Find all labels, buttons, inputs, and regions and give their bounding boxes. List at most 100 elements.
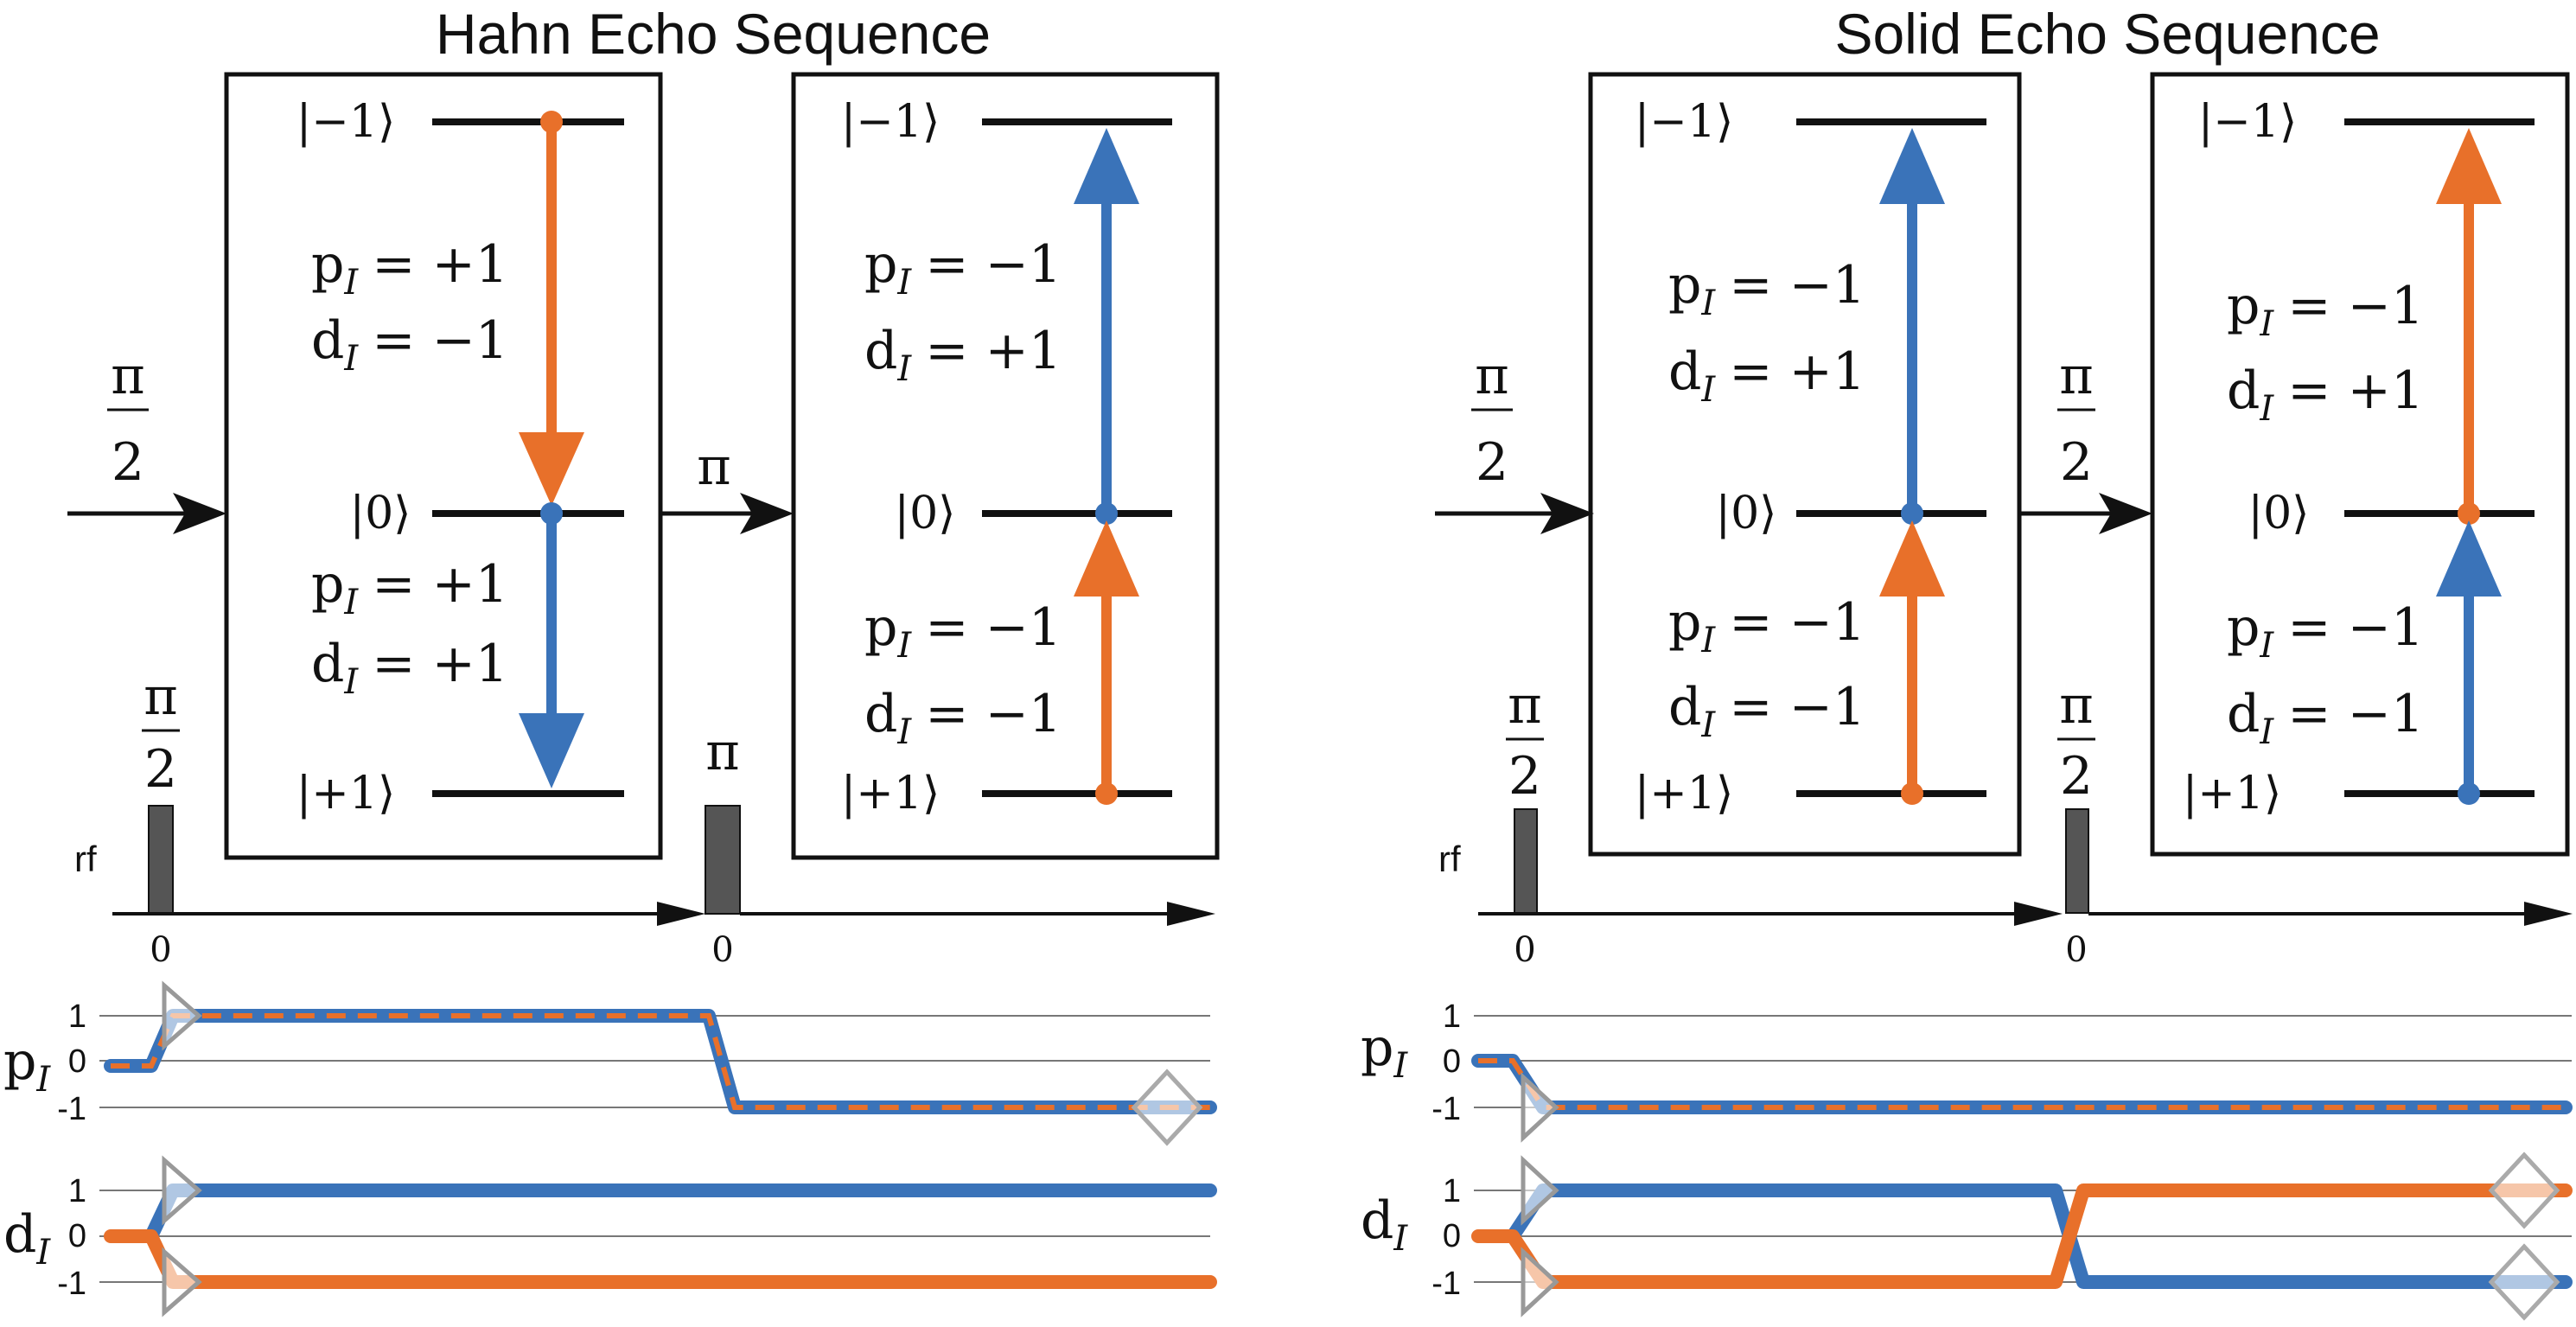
start-triangle-marker — [1521, 1155, 1559, 1226]
svg-text:1: 1 — [68, 998, 86, 1035]
time-zero-2: 0 — [711, 930, 733, 970]
svg-text:0: 0 — [1443, 1043, 1461, 1080]
svg-text:dI= −1: dI= −1 — [1668, 677, 1865, 745]
svg-text:1: 1 — [1443, 1173, 1461, 1209]
svg-text:2: 2 — [1508, 746, 1541, 807]
dI-plot: dI 1 0 -1 — [3, 1155, 1217, 1317]
blue-arrowhead — [1879, 128, 1945, 204]
svg-text:π: π — [111, 346, 144, 406]
svg-text:dI= −1: dI= −1 — [2227, 684, 2424, 752]
svg-text:pI: pI — [1361, 1018, 1408, 1086]
solid-box-2 — [2150, 72, 2570, 857]
svg-text:pI= −1: pI= −1 — [1668, 255, 1865, 323]
pI-blue-trace — [1471, 1054, 2573, 1114]
lower-annotation: pI= +1 dI= +1 — [311, 554, 508, 702]
svg-text:0: 0 — [68, 1043, 86, 1080]
end-diamond-marker — [1131, 1069, 1203, 1146]
svg-text:dI: dI — [3, 1204, 51, 1273]
rf-pulse-1 — [1514, 808, 1538, 914]
pI-orange-dashed-trace — [1478, 1058, 2566, 1110]
svg-text:π: π — [2059, 346, 2093, 406]
hahn-panel: Hahn Echo Sequence π 2 |−1⟩ |0⟩ |+1⟩ pI=… — [3, 2, 1220, 1317]
rf-pulse-2-label: π — [705, 722, 739, 782]
upper-annotation: pI= −1 dI= +1 — [1668, 255, 1865, 410]
ket-0: |0⟩ — [2248, 488, 2310, 539]
dI-plot: dI 1 0 -1 — [1361, 1152, 2573, 1321]
ket-0: |0⟩ — [1716, 488, 1777, 539]
svg-text:-1: -1 — [57, 1266, 86, 1302]
svg-text:-1: -1 — [1431, 1266, 1461, 1302]
time-zero-1: 0 — [150, 930, 171, 970]
svg-text:dI= −1: dI= −1 — [311, 310, 508, 379]
time-zero-1: 0 — [1514, 930, 1535, 970]
svg-text:2: 2 — [2060, 746, 2093, 807]
time-axis-1-arrowhead — [657, 902, 705, 926]
svg-text:dI= +1: dI= +1 — [1668, 341, 1865, 410]
end-diamond-marker — [2488, 1243, 2560, 1321]
end-diamond-marker — [2488, 1152, 2560, 1229]
input-arrowhead — [1540, 493, 1594, 534]
svg-text:dI= −1: dI= −1 — [864, 684, 1062, 752]
svg-text:pI: pI — [3, 1031, 51, 1100]
blue-arrowhead — [2436, 520, 2502, 597]
svg-text:pI= −1: pI= −1 — [864, 234, 1062, 303]
pI-plot: pI 1 0 -1 — [3, 980, 1217, 1146]
svg-text:1: 1 — [68, 1173, 86, 1209]
rf-label: rf — [74, 839, 97, 879]
svg-text:1: 1 — [1443, 998, 1461, 1035]
svg-text:π: π — [143, 667, 177, 727]
ket-plus1: |+1⟩ — [1635, 768, 1733, 820]
start-triangle-marker — [1521, 1247, 1559, 1317]
lower-annotation: pI= −1 dI= −1 — [1668, 592, 1865, 745]
input-pulse-label: π 2 — [107, 346, 149, 493]
svg-text:0: 0 — [68, 1218, 86, 1254]
ket-minus1: |−1⟩ — [2198, 96, 2297, 148]
svg-text:-1: -1 — [57, 1091, 86, 1127]
time-axis-2-arrowhead — [2524, 902, 2573, 926]
panel-title: Hahn Echo Sequence — [436, 2, 991, 66]
time-axis-2-arrowhead — [1167, 902, 1215, 926]
ket-minus1: |−1⟩ — [296, 96, 395, 148]
svg-text:2: 2 — [2060, 432, 2093, 493]
svg-text:2: 2 — [112, 432, 144, 493]
middle-pulse-label: π — [697, 437, 730, 497]
svg-text:dI= +1: dI= +1 — [311, 634, 508, 702]
time-axis-1-arrowhead — [2014, 902, 2063, 926]
svg-text:pI= −1: pI= −1 — [1668, 592, 1865, 660]
start-triangle-marker — [162, 1247, 202, 1317]
lower-annotation: pI= −1 dI= −1 — [2227, 597, 2424, 752]
input-arrowhead — [173, 493, 226, 534]
ket-0: |0⟩ — [895, 488, 956, 539]
orange-arrowhead — [1074, 520, 1139, 597]
ket-0: |0⟩ — [350, 488, 411, 539]
orange-arrowhead — [1879, 520, 1945, 597]
middle-arrowhead — [740, 493, 794, 534]
svg-text:pI= −1: pI= −1 — [864, 597, 1062, 666]
rf-pulse-1-label: π 2 — [142, 667, 180, 800]
solid-panel: Solid Echo Sequence π 2 |−1⟩ |0⟩ |+1⟩ pI… — [1361, 2, 2573, 1321]
ket-minus1: |−1⟩ — [841, 96, 940, 148]
blue-arrowhead — [519, 713, 584, 788]
svg-text:dI= +1: dI= +1 — [864, 321, 1062, 389]
input-pulse-label: π 2 — [1471, 346, 1513, 493]
start-triangle-marker — [162, 1155, 202, 1226]
svg-text:π: π — [1508, 675, 1541, 736]
panel-title: Solid Echo Sequence — [1834, 2, 2380, 66]
ket-plus1: |+1⟩ — [296, 768, 395, 820]
middle-pulse-label: π 2 — [2057, 346, 2095, 493]
rf-pulse-1-label: π 2 — [1506, 675, 1544, 807]
svg-text:pI= −1: pI= −1 — [2227, 597, 2424, 666]
svg-text:dI: dI — [1361, 1190, 1408, 1259]
time-zero-2: 0 — [2065, 930, 2087, 970]
middle-arrowhead — [2099, 493, 2152, 534]
svg-text:-1: -1 — [1431, 1091, 1461, 1127]
solid-box-1 — [1588, 72, 2022, 857]
ket-plus1: |+1⟩ — [2183, 768, 2281, 820]
svg-text:pI= −1: pI= −1 — [2227, 276, 2424, 344]
ket-plus1: |+1⟩ — [841, 768, 940, 820]
svg-text:0: 0 — [1443, 1218, 1461, 1254]
svg-text:pI= +1: pI= +1 — [311, 234, 508, 303]
orange-arrowhead — [2436, 128, 2502, 204]
svg-text:dI= +1: dI= +1 — [2227, 360, 2424, 429]
hahn-box-1 — [224, 72, 663, 860]
